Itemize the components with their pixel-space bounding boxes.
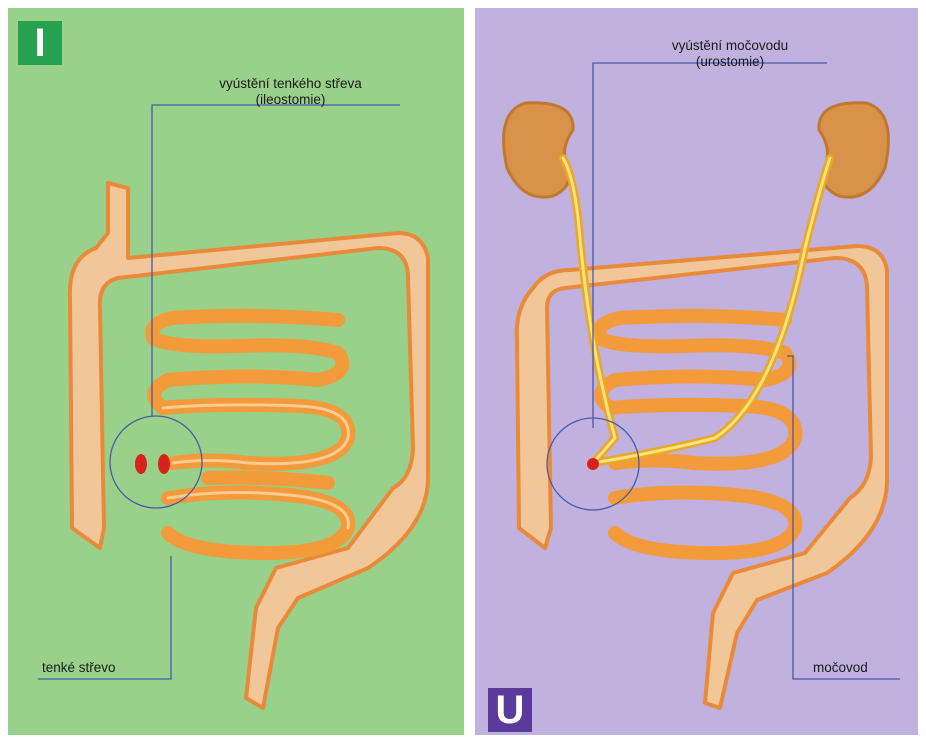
urostomy-stoma-title: vyústění močovodu [640,38,820,54]
urostomy-stoma-label: vyústění močovodu (urostomie) [640,38,820,70]
kidney-right [819,103,889,197]
stoma-left-2 [158,454,170,474]
ileostomy-panel: I vyústění tenkého střeva (ileostomie) t… [8,8,464,735]
urostomy-stoma-subtitle: (urostomie) [640,54,820,70]
urostomy-badge: U [488,688,532,732]
colon-left [70,183,428,708]
ureter-label: močovod [813,660,868,676]
stoma-right [587,458,599,470]
ileostomy-illustration [8,8,464,735]
ileostomy-stoma-subtitle: (ileostomie) [183,92,398,108]
kidney-left [504,103,574,197]
small-intestine-label: tenké střevo [42,660,116,676]
urostomy-illustration [475,8,918,735]
ileostomy-stoma-title: vyústění tenkého střeva [183,76,398,92]
small-intestine-left [152,316,348,553]
urostomy-panel: U vyústění močovodu (urostomie) močovod [475,8,918,735]
stoma-left-1 [135,454,147,474]
ileostomy-stoma-label: vyústění tenkého střeva (ileostomie) [183,76,398,108]
ileostomy-badge: I [18,21,62,65]
